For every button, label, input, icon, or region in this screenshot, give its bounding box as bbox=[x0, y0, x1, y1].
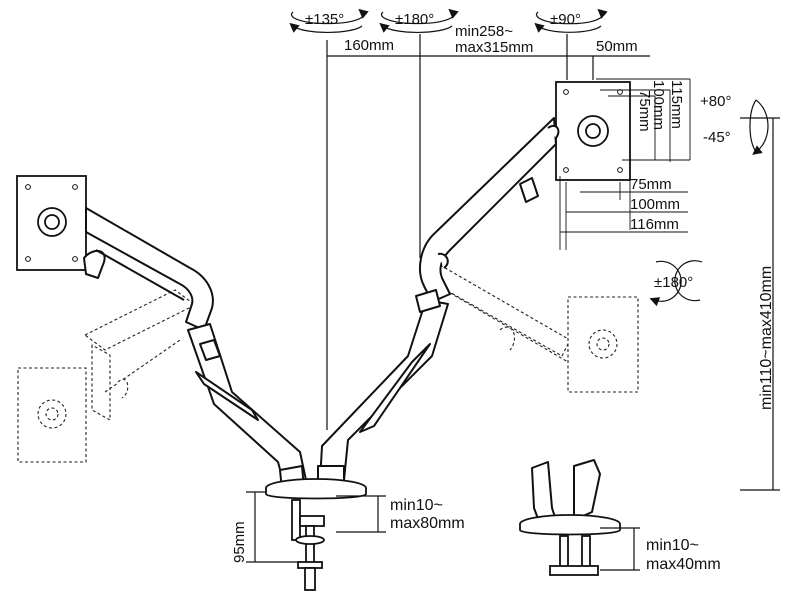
right-arm bbox=[319, 117, 560, 483]
clamp-range-dimension: min10~ max80mm bbox=[336, 495, 465, 533]
right-arm-ghost bbox=[431, 264, 639, 393]
dimension-clamp-height: 95mm bbox=[231, 521, 248, 563]
clamp-height-dimension: 95mm bbox=[231, 491, 300, 563]
dimension-vesa-width-75: 75mm bbox=[630, 176, 672, 193]
dimension-arm-reach-min: min258~ bbox=[455, 23, 513, 40]
dimension-height-range: min110~max410mm bbox=[758, 266, 775, 410]
right-monitor-plate bbox=[555, 81, 631, 181]
dimension-vesa-width-116: 116mm bbox=[630, 216, 679, 233]
dimension-vesa-height-75: 75mm bbox=[636, 90, 653, 132]
rotation-icon-head: ±90° bbox=[534, 8, 608, 33]
clamp-base bbox=[265, 465, 367, 591]
rotation-icon-left-arm: ±135° bbox=[289, 8, 369, 34]
dimension-grommet-range-max: max40mm bbox=[646, 556, 721, 573]
dimension-arm-span: 160mm bbox=[344, 37, 394, 54]
tilt-indicator: +80° -45° bbox=[700, 93, 769, 155]
left-monitor-plate bbox=[16, 175, 87, 271]
vesa-width-dimensions: 75mm 100mm 116mm bbox=[559, 176, 688, 250]
rotation-icon-screen: ±180° bbox=[649, 260, 703, 307]
dimension-arm-reach-max: max315mm bbox=[455, 39, 533, 56]
rotation-label-head: ±90° bbox=[550, 11, 581, 28]
rotation-label-screen: ±180° bbox=[654, 274, 693, 291]
rotation-label-left-arm: ±135° bbox=[305, 11, 344, 28]
dimension-clamp-range-min: min10~ bbox=[390, 497, 443, 514]
dimension-vesa-width-100: 100mm bbox=[630, 196, 680, 213]
grommet-range-dimension: min10~ max40mm bbox=[600, 527, 721, 573]
tilt-label-up: +80° bbox=[700, 93, 731, 110]
dimension-head-offset: 50mm bbox=[596, 38, 638, 55]
vesa-height-dimensions: 115mm 100mm 75mm bbox=[596, 78, 691, 162]
top-dimension-lines: 160mm min258~ max315mm 50mm bbox=[326, 23, 650, 430]
left-arm-ghost bbox=[17, 289, 196, 463]
dimension-vesa-height-100: 100mm bbox=[650, 80, 667, 130]
tilt-label-down: -45° bbox=[703, 129, 731, 146]
rotation-label-right-arm: ±180° bbox=[395, 11, 434, 28]
rotation-icon-right-arm: ±180° bbox=[379, 8, 459, 34]
dimension-vesa-height-115: 115mm bbox=[668, 80, 685, 129]
left-arm bbox=[83, 207, 307, 485]
height-range-dimension: min110~max410mm bbox=[740, 117, 780, 491]
dimension-clamp-range-max: max80mm bbox=[390, 515, 465, 532]
dimension-grommet-range-min: min10~ bbox=[646, 537, 699, 554]
grommet-mount-inset bbox=[519, 459, 621, 576]
